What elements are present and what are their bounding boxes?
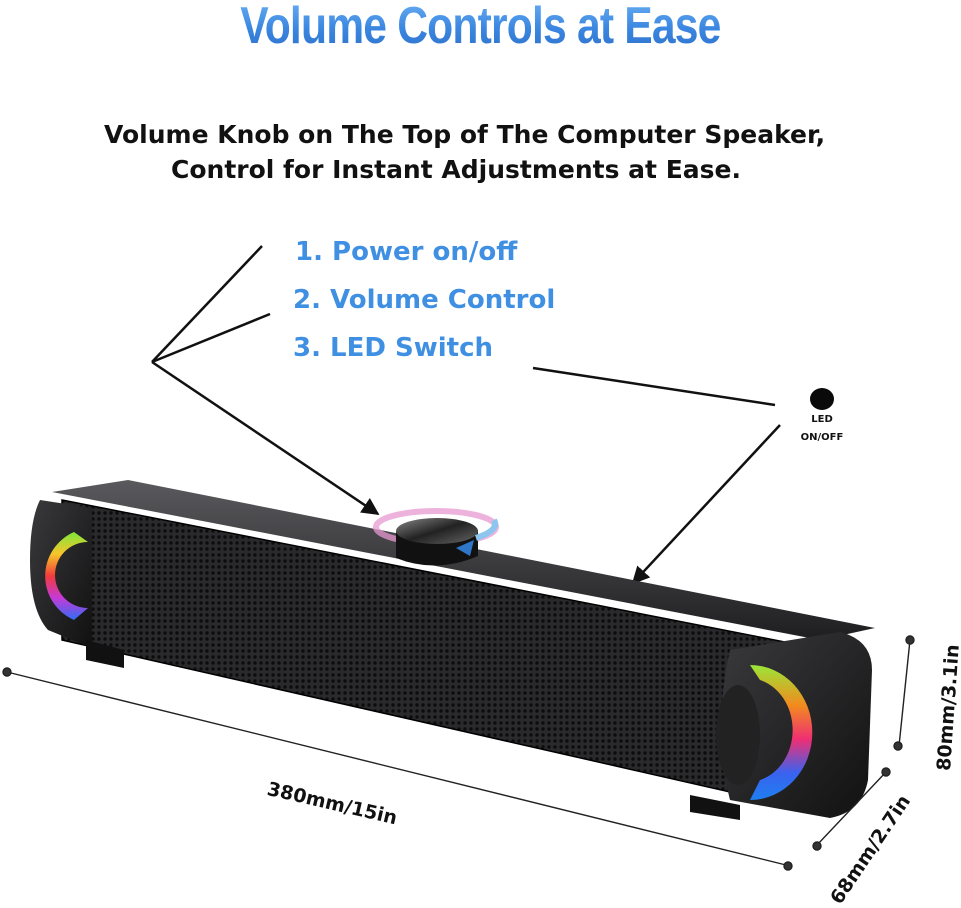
feature-power: 1. Power on/off xyxy=(295,237,518,267)
led-button-icon xyxy=(810,388,834,410)
feature-volume: 2. Volume Control xyxy=(293,285,556,315)
led-label: LED xyxy=(811,414,833,425)
callout-lines xyxy=(151,245,781,585)
led-onoff-label: ON/OFF xyxy=(800,432,844,443)
subtitle-line-2: Control for Instant Adjustments at Ease. xyxy=(171,155,741,184)
volume-knob xyxy=(373,508,499,566)
subtitle-line-1: Volume Knob on The Top of The Computer S… xyxy=(104,120,826,149)
feature-led-switch: 3. LED Switch xyxy=(293,333,493,363)
page-title: Volume Controls at Ease xyxy=(86,0,874,56)
